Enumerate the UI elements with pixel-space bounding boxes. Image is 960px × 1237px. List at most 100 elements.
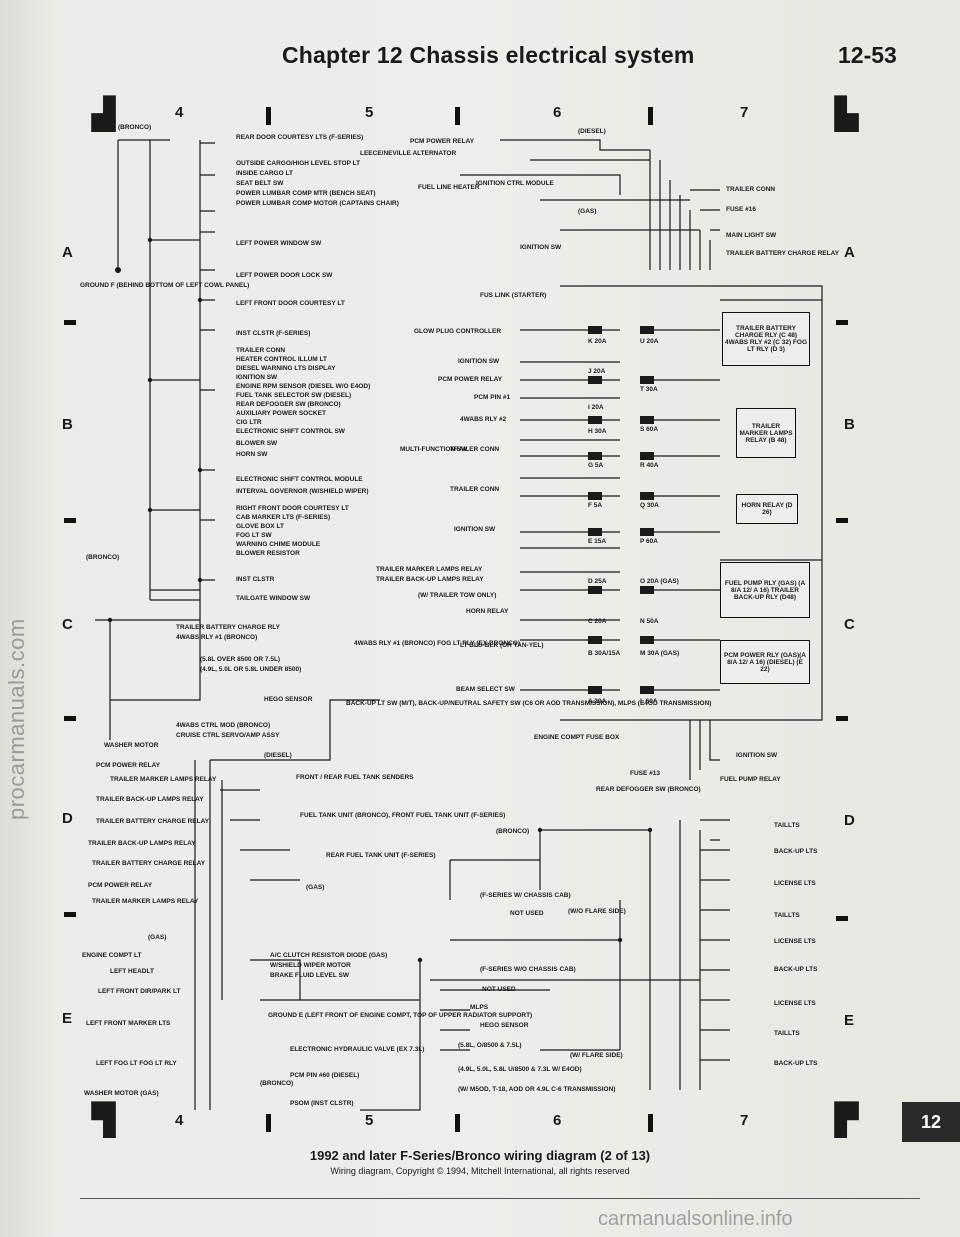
label-mlps: MLPS xyxy=(470,1004,489,1011)
label-bronco-mid: (BRONCO) xyxy=(86,554,120,561)
label-left-power-door-lock: LEFT POWER DOOR LOCK SW xyxy=(236,272,333,279)
label-tailgate-window-sw: TAILGATE WINDOW SW xyxy=(236,595,311,602)
page-number: 12-53 xyxy=(838,42,897,68)
grid-row-d-right: D xyxy=(844,812,855,829)
label-ground-f: GROUND F (BEHIND BOTTOM OF LEFT COWL PAN… xyxy=(80,282,250,289)
grid-col-5-top: 5 xyxy=(365,104,374,121)
grid-tick xyxy=(648,107,653,125)
label-ignition-sw-left: IGNITION SW xyxy=(236,374,278,381)
label-trailer-battery-charge-rly: TRAILER BATTERY CHARGE RLY xyxy=(176,624,281,631)
label-multi-function-sw: MULTI-FUNCTION SW xyxy=(400,446,468,453)
grid-row-b-right: B xyxy=(844,416,855,433)
fuse-j20a: J 20A xyxy=(588,368,606,375)
label-left-front-dir-park: LEFT FRONT DIR/PARK LT xyxy=(98,988,181,995)
label-ignition-sw-top: IGNITION SW xyxy=(520,244,562,251)
label-left-power-window: LEFT POWER WINDOW SW xyxy=(236,240,322,247)
label-pcm-pin-60: PCM PIN #60 (DIESEL) xyxy=(290,1072,360,1079)
label-trailer-backup-lamps-relay-2: TRAILER BACK-UP LAMPS RELAY xyxy=(88,840,196,847)
label-fus-link: FUS LINK (STARTER) xyxy=(480,292,547,299)
grid-tick xyxy=(836,716,848,721)
label-backup-lts-2: BACK-UP LTS xyxy=(774,966,818,973)
fuse-s60a: S 60A xyxy=(640,426,659,433)
label-diesel-top: (DIESEL) xyxy=(578,128,606,135)
label-fog-lt-sw: FOG LT SW xyxy=(236,532,272,539)
grid-row-e-left: E xyxy=(62,1010,73,1027)
fuse-d25a: D 25A xyxy=(588,578,607,585)
label-electronic-hydraulic-valve: ELECTRONIC HYDRAULIC VALVE (EX 7.3L) xyxy=(290,1046,425,1053)
relay-box-horn: HORN RELAY (D 26) xyxy=(736,494,798,524)
corner-mark-bottom-right: ▛ xyxy=(835,1104,859,1137)
label-psom: PSOM (INST CLSTR) xyxy=(290,1100,354,1107)
label-4wabs-rly-1-bronco: 4WABS RLY #1 (BRONCO) FOG LT RLY (EX BRO… xyxy=(354,640,521,647)
watermark-left: procarmanuals.com xyxy=(4,618,29,820)
grid-tick xyxy=(836,518,848,523)
grid-tick xyxy=(648,1114,653,1132)
corner-mark-top-right: ▙ xyxy=(835,98,859,131)
label-pcm-power-relay-fuse: PCM POWER RELAY xyxy=(438,376,503,383)
fuse-b30a: B 30A/15A xyxy=(588,650,621,657)
label-brake-fluid-level-sw: BRAKE FLUID LEVEL SW xyxy=(270,972,349,979)
diagram-caption-title: 1992 and later F-Series/Bronco wiring di… xyxy=(309,1148,651,1163)
label-not-used-2: NOT USED xyxy=(482,986,516,993)
label-cruise-ctrl: CRUISE CTRL SERVO/AMP ASSY xyxy=(176,732,280,739)
label-glow-plug-controller: GLOW PLUG CONTROLLER xyxy=(414,328,502,335)
label-f-series-wo-chassis-cab: (F-SERIES W/O CHASSIS CAB) xyxy=(480,966,576,973)
label-trailer-conn-2: TRAILER CONN xyxy=(450,486,500,493)
label-trailer-conn: TRAILER CONN xyxy=(236,347,286,354)
grid-tick xyxy=(455,1114,460,1132)
label-engine-rpm-sensor: ENGINE RPM SENSOR (DIESEL W/O E4OD) xyxy=(236,383,371,390)
grid-row-a-right: A xyxy=(844,244,855,261)
label-hego-sensor-2: HEGO SENSOR xyxy=(480,1022,529,1029)
fuse-m30a-gas: M 30A (GAS) xyxy=(640,650,680,657)
grid-tick xyxy=(836,916,848,921)
label-w-flare-side: (W/ FLARE SIDE) xyxy=(570,1052,623,1059)
label-trailer-battery-charge-relay-2: TRAILER BATTERY CHARGE RELAY xyxy=(92,860,206,867)
label-f-series-w-chassis-cab: (F-SERIES W/ CHASSIS CAB) xyxy=(480,892,571,899)
label-fuse-16: FUSE #16 xyxy=(726,206,756,213)
label-license-lts-2: LICENSE LTS xyxy=(774,938,816,945)
label-glove-box-lt: GLOVE BOX LT xyxy=(236,523,284,530)
label-ignition-ctrl-module: IGNITION CTRL MODULE xyxy=(476,180,554,187)
label-rear-defogger-sw-bronco: REAR DEFOGGER SW (BRONCO) xyxy=(596,786,701,793)
label-electronic-shift-control-sw: ELECTRONIC SHIFT CONTROL SW xyxy=(236,428,345,435)
relay-box-trailer-battery-charge: TRAILER BATTERY CHARGE RLY (C 48) 4WABS … xyxy=(722,312,810,366)
label-taillts-3: TAILLTS xyxy=(774,1030,800,1037)
label-backup-lts-3: BACK-UP LTS xyxy=(774,1060,818,1067)
label-license-lts-3: LICENSE LTS xyxy=(774,1000,816,1007)
label-trailer-marker-lamps-relay: TRAILER MARKER LAMPS RELAY xyxy=(110,776,217,783)
label-right-front-door-courtesy: RIGHT FRONT DOOR COURTESY LT xyxy=(236,505,349,512)
label-gas-mid: (GAS) xyxy=(306,884,325,891)
grid-row-d-left: D xyxy=(62,810,73,827)
fuse-o30a: Q 30A xyxy=(640,502,659,509)
chapter-tab: 12 xyxy=(902,1102,960,1142)
diagram-caption-copyright: Wiring diagram, Copyright © 1994, Mitche… xyxy=(330,1166,630,1176)
label-cab-marker-lts: CAB MARKER LTS (F-SERIES) xyxy=(236,514,331,521)
grid-tick xyxy=(64,518,76,523)
corner-mark-bottom-left: ▜ xyxy=(92,1104,116,1137)
relay-box-trailer-marker-lamps: TRAILER MARKER LAMPS RELAY (B 48) xyxy=(736,408,796,458)
label-rear-defogger-sw: REAR DEFOGGER SW (BRONCO) xyxy=(236,401,341,408)
label-rear-fuel-tank-unit: REAR FUEL TANK UNIT (F-SERIES) xyxy=(326,852,436,859)
relay-box-fuel-pump: FUEL PUMP RLY (GAS) (A 8/A 12/ A 16) TRA… xyxy=(720,562,810,618)
label-diesel-mid: (DIESEL) xyxy=(264,752,292,759)
fuse-e15a: E 15A xyxy=(588,538,607,545)
label-trailer-conn-1: TRAILER CONN xyxy=(450,446,500,453)
label-gas-left: (GAS) xyxy=(148,934,167,941)
label-washer-motor-gas: WASHER MOTOR (GAS) xyxy=(84,1090,159,1097)
label-main-light-sw: MAIN LIGHT SW xyxy=(726,232,777,239)
label-engine-5-8-2: (5.8L, O/8500 & 7.5L) xyxy=(458,1042,522,1049)
fuse-o20a-gas: O 20A (GAS) xyxy=(640,578,679,585)
label-fuel-pump-relay: FUEL PUMP RELAY xyxy=(720,776,781,783)
label-trailer-marker-lamps-relay-fuse: TRAILER MARKER LAMPS RELAY xyxy=(376,566,483,573)
label-auxiliary-power-socket: AUXILIARY POWER SOCKET xyxy=(236,410,326,417)
grid-col-6-bottom: 6 xyxy=(553,1112,562,1129)
label-trailer-battery-charge-relay-right: TRAILER BATTERY CHARGE RELAY xyxy=(726,250,840,257)
label-pcm-power-relay-top: PCM POWER RELAY xyxy=(410,138,475,145)
label-trailer-backup-lamps-relay-fuse: TRAILER BACK-UP LAMPS RELAY xyxy=(376,576,484,583)
fuse-p60a: P 60A xyxy=(640,538,658,545)
label-not-used-1: NOT USED xyxy=(510,910,544,917)
fuse-i20a: I 20A xyxy=(588,404,604,411)
grid-tick xyxy=(455,107,460,125)
label-washer-motor: WASHER MOTOR xyxy=(104,742,159,749)
